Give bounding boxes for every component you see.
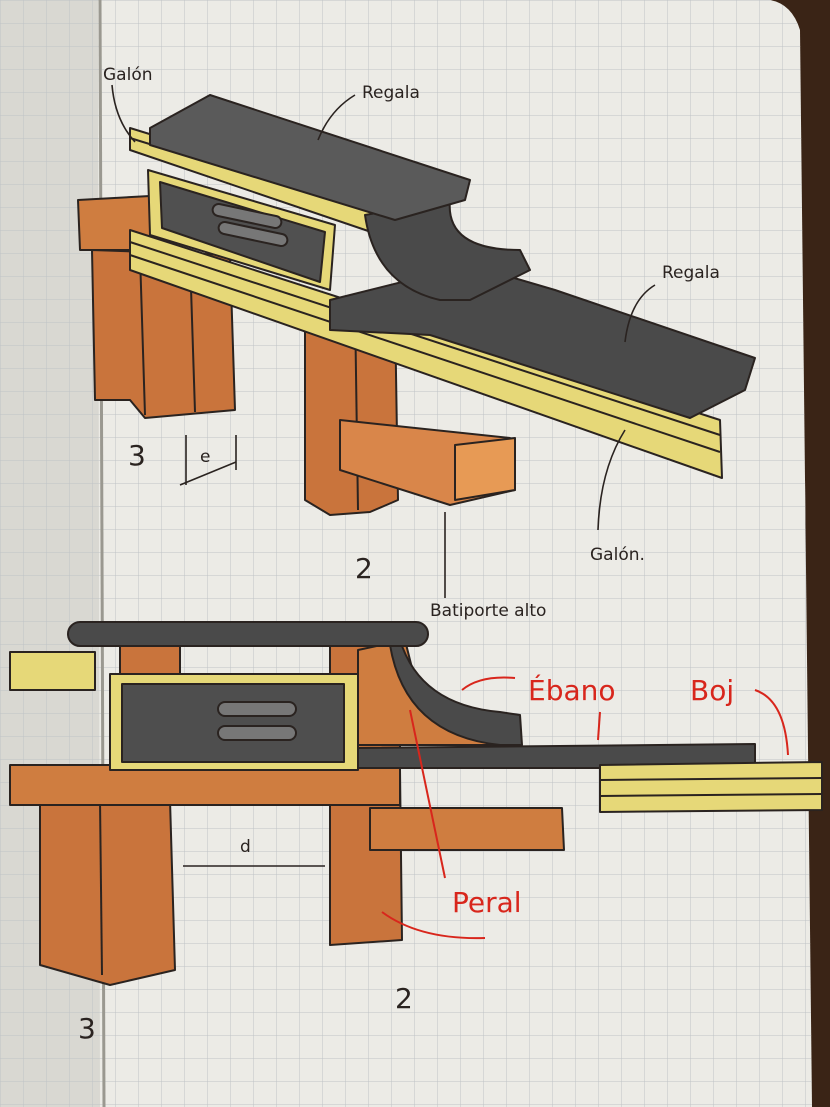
label-dim-d: d — [240, 837, 251, 857]
galon-section-left — [9, 651, 96, 691]
label-frame-2-lower: 2 — [395, 982, 413, 1015]
boj-strips — [599, 761, 823, 813]
label-boj: Boj — [690, 674, 734, 707]
ebano-curve-upper — [364, 199, 531, 301]
ebano-curve-section — [389, 639, 523, 746]
label-regala-right: Regala — [662, 263, 720, 283]
red-leader-lines — [381, 676, 789, 940]
label-frame-2-upper: 2 — [355, 552, 373, 585]
regala-section — [67, 621, 429, 647]
label-frame-3-lower: 3 — [78, 1012, 96, 1045]
label-dim-e: e — [200, 447, 210, 467]
label-galon-bottom-right: Galón. — [590, 545, 645, 565]
leader-lines — [111, 84, 656, 867]
label-batiporte: Batiporte alto — [430, 601, 546, 621]
port-lid-section — [121, 683, 345, 763]
label-ebano: Ébano — [528, 673, 616, 707]
perspective-drawing — [77, 94, 756, 516]
label-frame-3-upper: 3 — [128, 439, 146, 472]
section-drawing — [9, 621, 823, 986]
label-galon-top-left: Galón — [103, 65, 153, 85]
frame-3-section — [39, 799, 176, 986]
label-peral: Peral — [452, 886, 522, 919]
regala-top — [149, 94, 471, 221]
label-regala-top: Regala — [362, 83, 420, 103]
batiporte-section — [369, 807, 565, 851]
